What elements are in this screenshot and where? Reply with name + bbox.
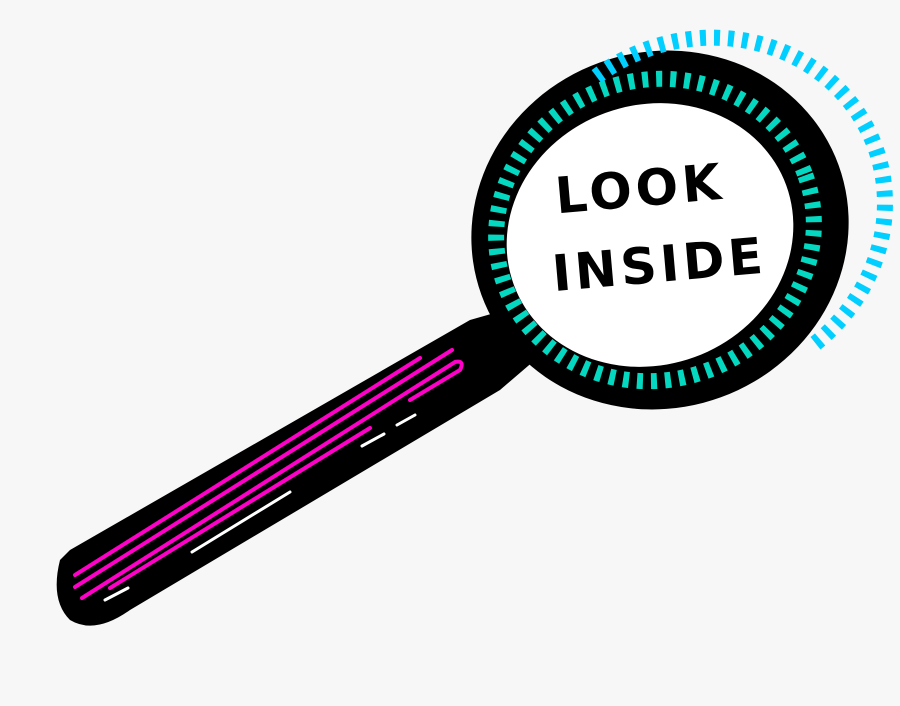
handle	[56, 310, 536, 626]
lens	[471, 29, 893, 410]
